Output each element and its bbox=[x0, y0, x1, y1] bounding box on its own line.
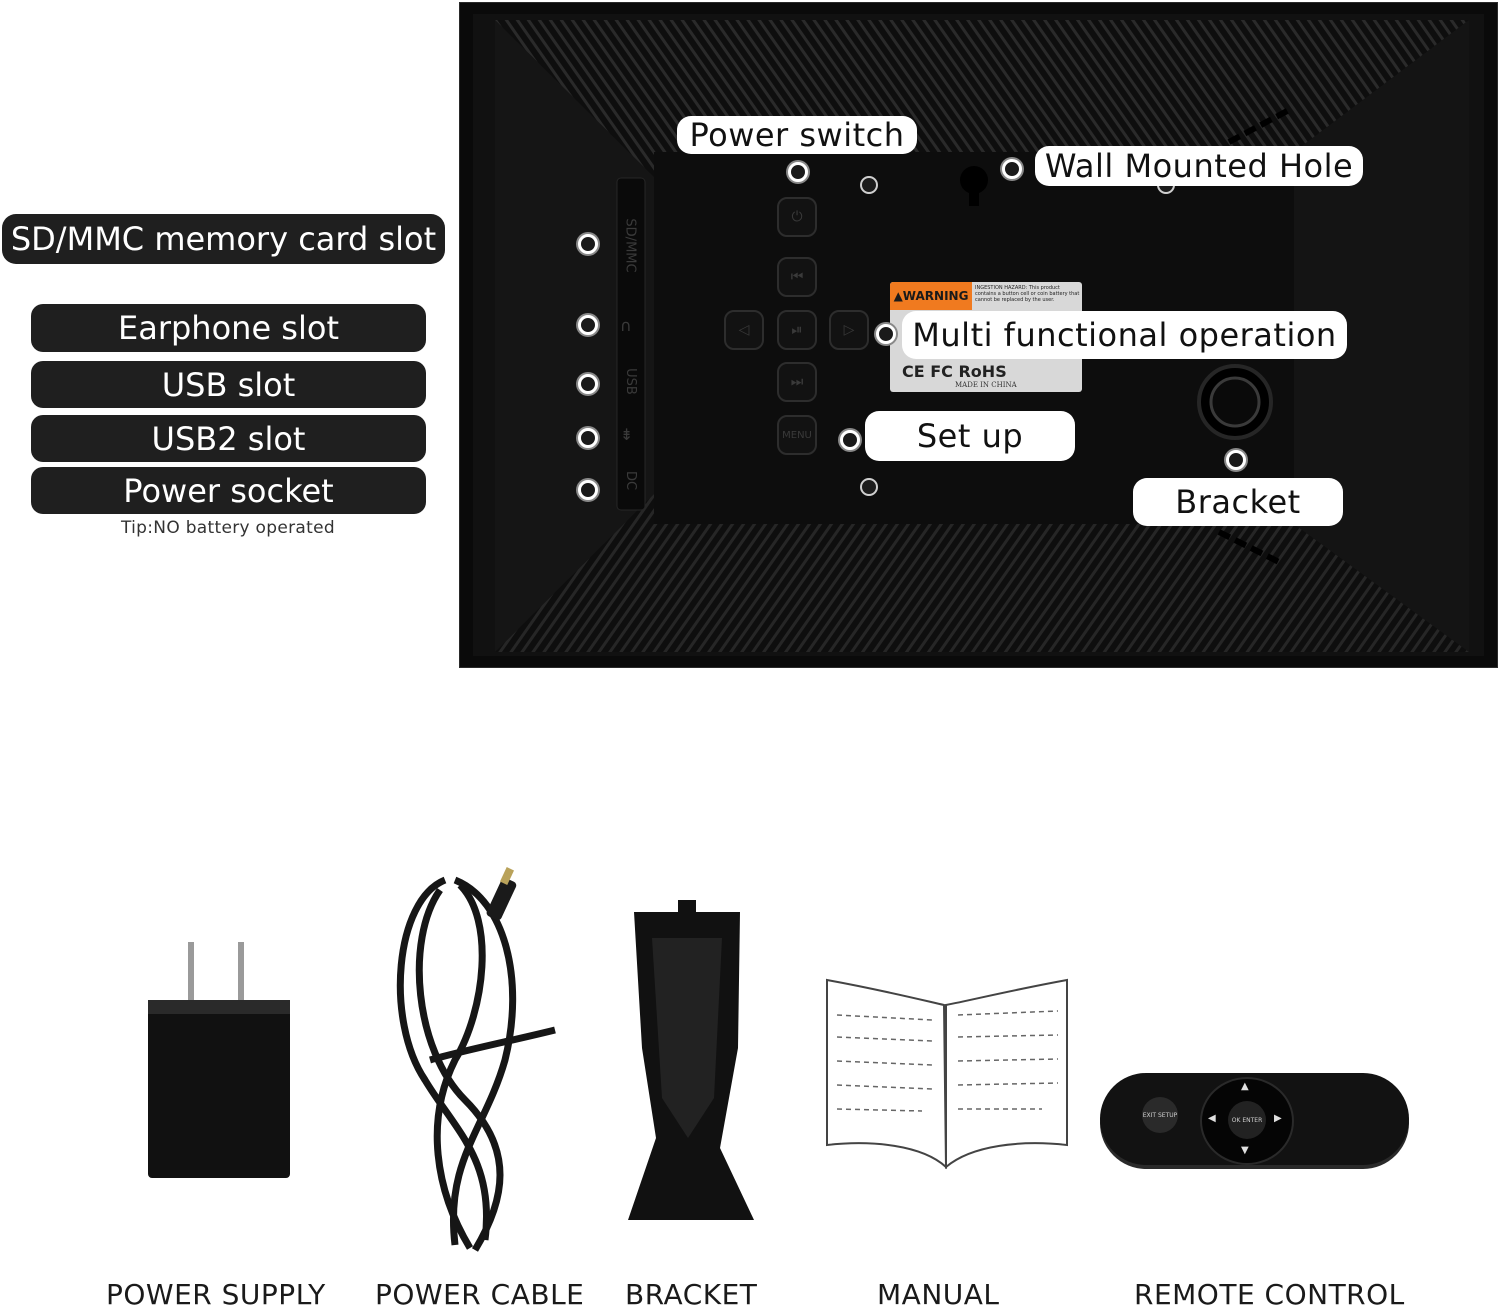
marker-dot bbox=[578, 234, 598, 254]
exit-setup-label: EXIT SETUP bbox=[1142, 1111, 1178, 1119]
power-button[interactable]: ⏻ bbox=[777, 197, 817, 237]
marker-dot bbox=[578, 315, 598, 335]
sd-slot-label: SD/MMC memory card slot bbox=[2, 214, 445, 264]
bracket-image bbox=[628, 900, 754, 1220]
volume-down-icon: ◁ bbox=[738, 322, 750, 338]
volume-up-icon: ▷ bbox=[843, 322, 855, 338]
marker-dot bbox=[1002, 159, 1022, 179]
certification-marks: CE FC RoHS bbox=[902, 362, 1007, 381]
battery-tip: Tip:NO battery operated bbox=[121, 518, 335, 538]
remote-control-image: EXIT SETUP ▲ ▼ ◀ ▶ OK ENTER bbox=[1100, 1073, 1409, 1165]
usb-symbol-icon: ⇟ bbox=[620, 425, 634, 444]
multi-operation-callout: Multi functional operation bbox=[902, 311, 1347, 359]
warning-badge: ▲WARNING bbox=[890, 282, 972, 310]
wall-hole-label: Wall Mounted Hole bbox=[1044, 147, 1354, 185]
marker-dot bbox=[578, 480, 598, 500]
marker-dot bbox=[578, 428, 598, 448]
menu-button[interactable]: MENU bbox=[777, 415, 817, 455]
power-socket-text: Power socket bbox=[123, 471, 334, 510]
volume-up-button[interactable]: ▷ bbox=[829, 310, 869, 350]
exit-setup-button[interactable]: EXIT SETUP bbox=[1142, 1097, 1178, 1133]
next-icon: ⏭ bbox=[790, 374, 804, 390]
sd-slot-text: SD/MMC memory card slot bbox=[10, 220, 437, 258]
remote-dpad[interactable]: ▲ ▼ ◀ ▶ OK ENTER bbox=[1200, 1077, 1294, 1165]
bracket-callout: Bracket bbox=[1133, 478, 1343, 526]
made-in-text: MADE IN CHINA bbox=[955, 381, 1017, 389]
marker-dot bbox=[876, 324, 896, 344]
multi-operation-label: Multi functional operation bbox=[912, 316, 1337, 354]
wall-hole-callout: Wall Mounted Hole bbox=[1035, 146, 1363, 186]
marker-dot bbox=[1226, 450, 1246, 470]
marker-dot bbox=[578, 374, 598, 394]
power-cable-caption: POWER CABLE bbox=[375, 1278, 585, 1311]
hazard-text: INGESTION HAZARD: This product contains … bbox=[975, 285, 1080, 303]
play-pause-button[interactable]: ⏯ bbox=[777, 310, 817, 350]
power-icon: ⏻ bbox=[791, 209, 803, 225]
bracket-label: Bracket bbox=[1175, 483, 1301, 521]
power-cable-image bbox=[396, 867, 556, 1252]
power-supply-caption: POWER SUPPLY bbox=[106, 1278, 326, 1311]
marker-dot bbox=[840, 430, 860, 450]
power-switch-callout: Power switch bbox=[677, 116, 917, 154]
bracket-caption: BRACKET bbox=[625, 1278, 758, 1311]
port-label-dc: DC bbox=[623, 470, 639, 491]
manual-caption: MANUAL bbox=[877, 1278, 1000, 1311]
menu-button-label: MENU bbox=[782, 429, 812, 441]
usb2-slot-text: USB2 slot bbox=[151, 419, 306, 458]
previous-icon: ⏮ bbox=[790, 269, 804, 285]
usb-slot-label: USB slot bbox=[31, 361, 426, 408]
dpad-right-icon[interactable]: ▶ bbox=[1274, 1113, 1282, 1124]
dpad-down-icon[interactable]: ▼ bbox=[1241, 1145, 1249, 1156]
ok-enter-label: OK ENTER bbox=[1231, 1116, 1263, 1124]
volume-down-button[interactable]: ◁ bbox=[724, 310, 764, 350]
setup-callout: Set up bbox=[865, 411, 1075, 461]
ok-enter-button[interactable]: OK ENTER bbox=[1228, 1101, 1266, 1139]
power-socket-label: Power socket bbox=[31, 467, 426, 514]
play-pause-icon: ⏯ bbox=[791, 322, 803, 338]
port-label-sd: SD/MMC bbox=[622, 218, 638, 273]
earphone-slot-label: Earphone slot bbox=[31, 304, 426, 352]
manual-image bbox=[826, 978, 1068, 1170]
usb2-slot-label: USB2 slot bbox=[31, 415, 426, 462]
dpad-up-icon[interactable]: ▲ bbox=[1241, 1081, 1249, 1092]
earphone-port-icon: ∩ bbox=[620, 316, 632, 335]
power-supply-image bbox=[148, 942, 290, 1178]
warning-triangle-icon: ▲ bbox=[893, 289, 903, 303]
warning-text: WARNING bbox=[902, 289, 969, 303]
previous-button[interactable]: ⏮ bbox=[777, 257, 817, 297]
marker-dot bbox=[788, 162, 808, 182]
setup-label: Set up bbox=[916, 417, 1024, 455]
usb-slot-text: USB slot bbox=[161, 365, 296, 404]
next-button[interactable]: ⏭ bbox=[777, 362, 817, 402]
dpad-left-icon[interactable]: ◀ bbox=[1208, 1113, 1216, 1124]
remote-control-caption: REMOTE CONTROL bbox=[1134, 1278, 1405, 1311]
port-label-usb: USB bbox=[622, 368, 638, 395]
earphone-slot-text: Earphone slot bbox=[118, 309, 339, 347]
power-switch-label: Power switch bbox=[689, 116, 905, 154]
